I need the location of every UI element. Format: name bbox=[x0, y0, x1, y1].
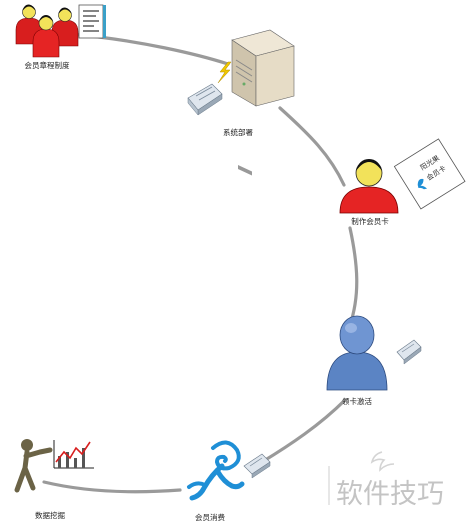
document-icon bbox=[78, 4, 106, 39]
pos-terminal-icon bbox=[187, 83, 223, 116]
system-deploy-label: 系统部署 bbox=[223, 127, 253, 137]
watermark-text: 软件技巧 bbox=[336, 479, 444, 510]
card-terminal-icon bbox=[396, 339, 422, 365]
data-mining-node: 数据挖掘 bbox=[14, 439, 94, 520]
presenter-figure-icon bbox=[14, 439, 53, 493]
member-spend-node: 会员消费 bbox=[187, 440, 271, 522]
spend-terminal-icon bbox=[243, 453, 271, 479]
collect-card-node: 领卡激活 bbox=[326, 315, 422, 406]
make-card-label: 制作会员卡 bbox=[351, 216, 389, 226]
people-group-icon bbox=[15, 4, 79, 58]
member-spend-label: 会员消费 bbox=[195, 512, 225, 522]
member-rules-label: 会员章程制度 bbox=[25, 60, 70, 70]
watermark: 软件技巧 bbox=[328, 451, 444, 510]
watermark-logo-icon bbox=[370, 451, 395, 472]
red-person-icon bbox=[339, 159, 399, 214]
make-card-node: 阳光果 会员卡 制作会员卡 bbox=[339, 138, 466, 226]
line-chart-icon bbox=[53, 440, 94, 469]
data-mining-label: 数据挖掘 bbox=[35, 510, 65, 520]
system-deploy-node: 系统部署 bbox=[187, 29, 295, 176]
blue-person-icon bbox=[326, 315, 388, 391]
member-rules-node: 会员章程制度 bbox=[15, 4, 106, 70]
running-figure-icon bbox=[187, 440, 245, 501]
server-icon bbox=[231, 29, 295, 176]
member-card-icon: 阳光果 会员卡 bbox=[393, 138, 466, 210]
lightning-icon bbox=[217, 61, 232, 84]
flow-connector bbox=[42, 32, 359, 494]
collect-card-label: 领卡激活 bbox=[342, 396, 372, 406]
